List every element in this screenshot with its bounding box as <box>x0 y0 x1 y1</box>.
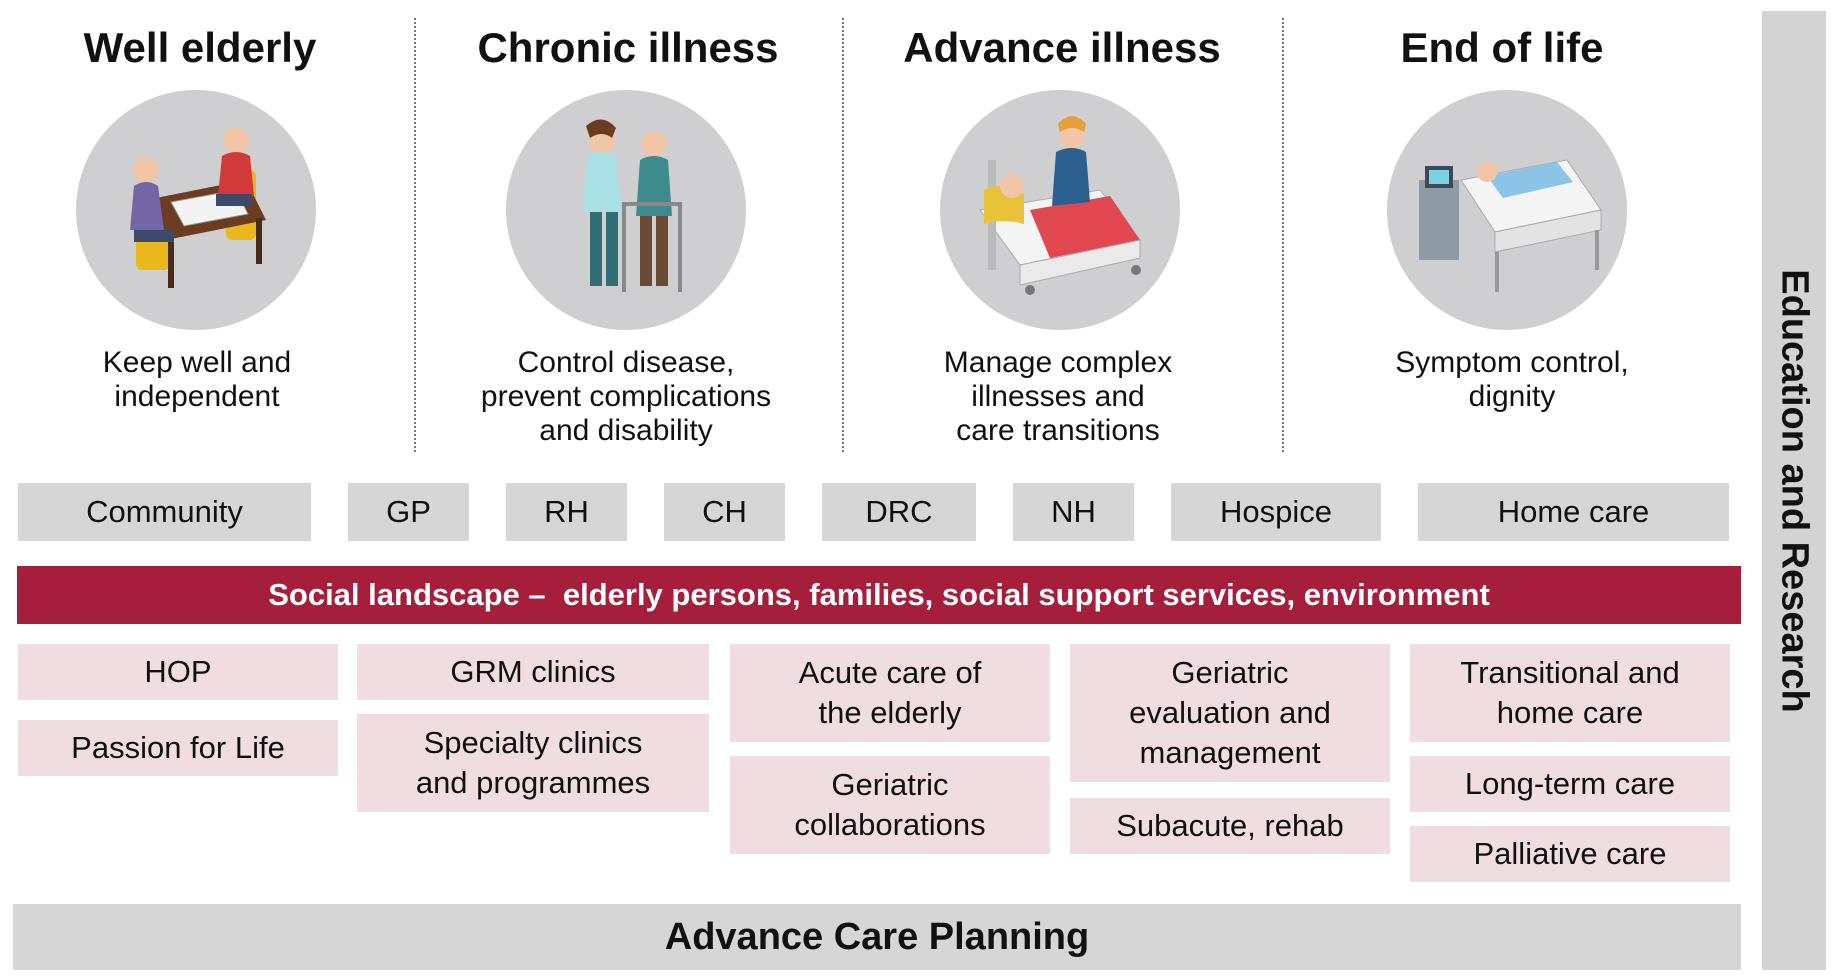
service-geriatric-collaborations: Geriatric collaborations <box>730 756 1050 854</box>
advance-care-planning-bar: Advance Care Planning <box>13 904 1741 970</box>
stage-title-chronic-illness: Chronic illness <box>477 24 779 71</box>
setting-community: Community <box>18 483 311 541</box>
service-specialty-clinics: Specialty clinics and programmes <box>357 714 709 812</box>
stage-title-advance-illness: Advance illness <box>903 24 1221 71</box>
social-landscape-band: Social landscape – elderly persons, fami… <box>17 566 1741 624</box>
service-transitional-home-care: Transitional and home care <box>1410 644 1730 742</box>
service-geriatric-evaluation: Geriatric evaluation and management <box>1070 644 1390 782</box>
hospital-bed-monitor-icon <box>1387 90 1627 330</box>
stage-goal-end-of-life: Symptom control, dignity <box>1395 346 1629 413</box>
service-acute-care-elderly: Acute care of the elderly <box>730 644 1050 742</box>
stage-goal-chronic-illness: Control disease, prevent complications a… <box>480 346 772 447</box>
setting-rh: RH <box>506 483 627 541</box>
service-passion-for-life: Passion for Life <box>18 720 338 776</box>
elderly-playing-board-game-icon <box>76 90 316 330</box>
stage-title-end-of-life: End of life <box>1400 24 1604 71</box>
education-research-label: Education and Research <box>1773 268 1816 713</box>
service-palliative-care: Palliative care <box>1410 826 1730 882</box>
patient-in-bed-with-nurse-icon <box>940 90 1180 330</box>
caregiver-walker-icon <box>506 90 746 330</box>
stage-goal-well-elderly: Keep well and independent <box>102 346 292 413</box>
stage-title-well-elderly: Well elderly <box>83 24 317 71</box>
service-grm-clinics: GRM clinics <box>357 644 709 700</box>
setting-drc: DRC <box>822 483 976 541</box>
service-subacute-rehab: Subacute, rehab <box>1070 798 1390 854</box>
stage-goal-advance-illness: Manage complex illnesses and care transi… <box>943 346 1173 447</box>
setting-nh: NH <box>1013 483 1134 541</box>
setting-gp: GP <box>348 483 469 541</box>
stage-divider <box>842 18 844 452</box>
stage-divider <box>414 18 416 452</box>
service-long-term-care: Long-term care <box>1410 756 1730 812</box>
setting-home-care: Home care <box>1418 483 1729 541</box>
education-research-bar: Education and Research <box>1762 11 1826 970</box>
setting-hospice: Hospice <box>1171 483 1381 541</box>
service-hop: HOP <box>18 644 338 700</box>
setting-ch: CH <box>664 483 785 541</box>
stage-divider <box>1282 18 1284 452</box>
